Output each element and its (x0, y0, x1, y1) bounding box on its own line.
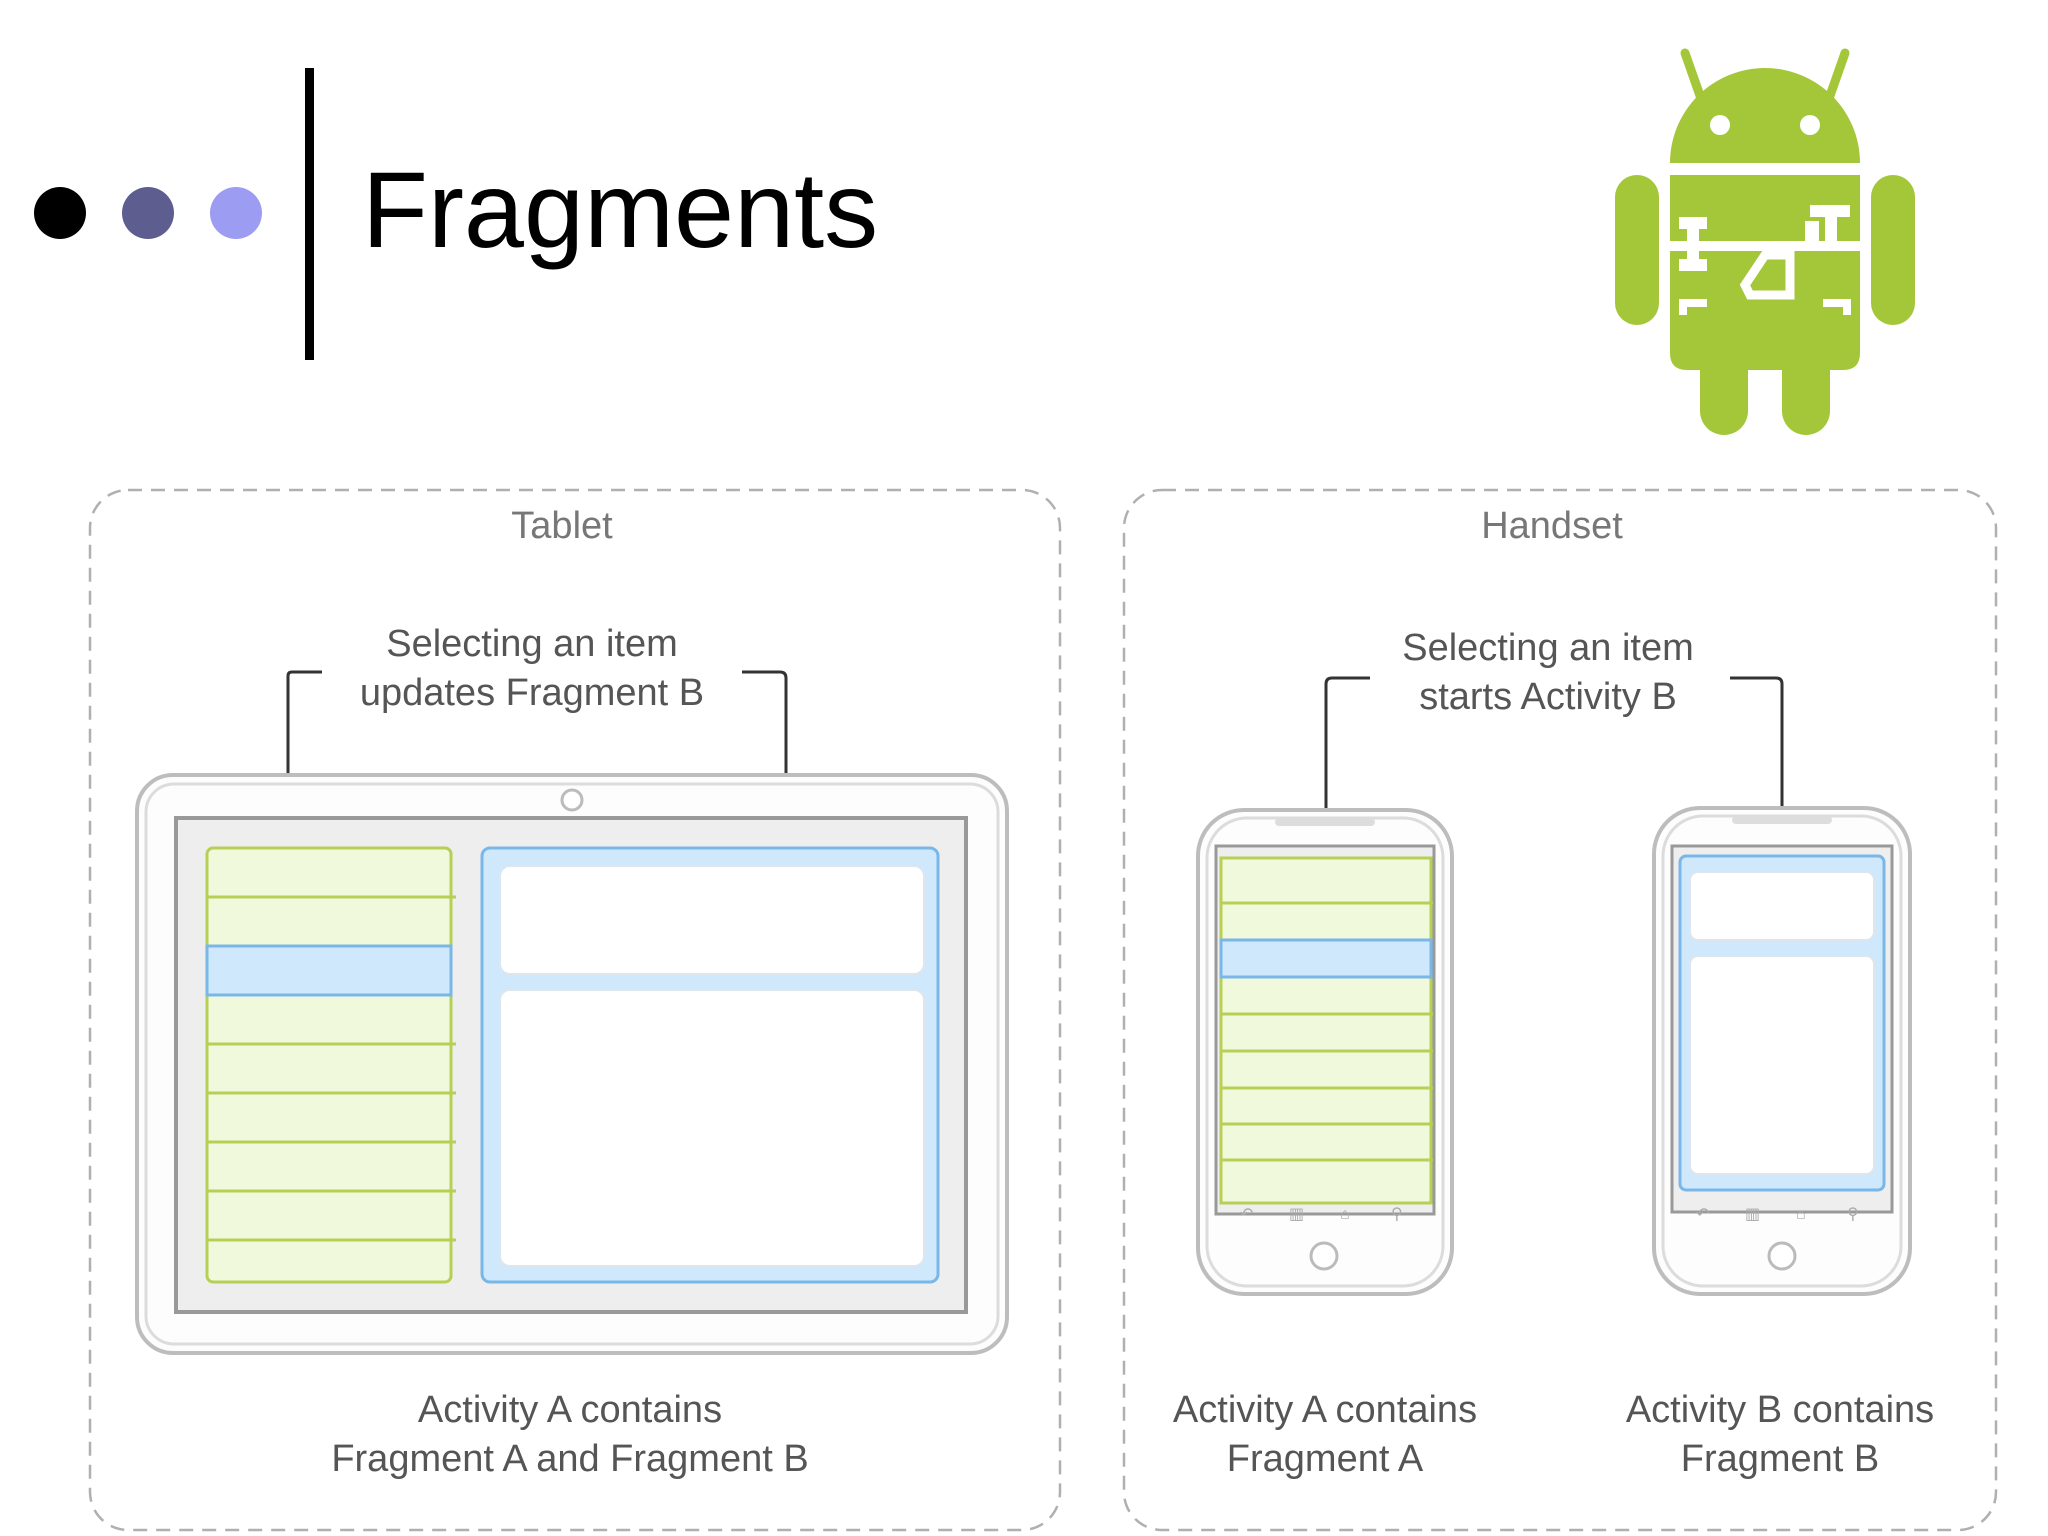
phone-b-caption-line2: Fragment B (1681, 1438, 1880, 1480)
phone-b-device: ↶ ▥ ⌂ ⚲ (1652, 806, 1912, 1296)
bullet-dot-dark-purple (122, 187, 174, 239)
tablet-fragment-b-detail (480, 846, 940, 1284)
svg-text:↶: ↶ (1696, 1206, 1709, 1223)
tablet-callout-left-line (286, 670, 322, 845)
phone-b-caption-line1: Activity B contains (1626, 1389, 1934, 1431)
svg-text:↶: ↶ (1240, 1206, 1253, 1223)
svg-text:▥: ▥ (1745, 1206, 1760, 1223)
phone-a-caption-line1: Activity A contains (1173, 1389, 1477, 1431)
tablet-callout-right-arrow (742, 670, 822, 846)
phone-a-fragment-a-list (1219, 856, 1433, 1205)
svg-text:⚲: ⚲ (1847, 1206, 1859, 1223)
tablet-panel: Tablet Selecting an item updates Fragmen… (88, 488, 1062, 1532)
phone-a-device: ↶ ▥ ⌂ ⚲ (1196, 808, 1454, 1296)
phone-a-caption-line2: Fragment A (1227, 1438, 1424, 1480)
handset-callout-right-arrow (1730, 676, 1818, 854)
bullet-dot-light-purple (210, 187, 262, 239)
phone-b-fragment-b-detail (1678, 854, 1886, 1192)
tablet-selected-list-item (205, 944, 453, 997)
handset-callout-line2: starts Activity B (1419, 676, 1677, 718)
svg-text:⌂: ⌂ (1340, 1206, 1350, 1223)
phone-a-selected-list-item (1219, 938, 1433, 979)
phone-a-nav-keys: ↶ ▥ ⌂ ⚲ (1240, 1206, 1403, 1223)
handset-callout-line1: Selecting an item (1402, 627, 1694, 669)
svg-text:⌂: ⌂ (1796, 1206, 1806, 1223)
slide-title: Fragments (362, 149, 879, 270)
title-divider (305, 68, 314, 360)
tablet-caption-line2: Fragment A and Fragment B (331, 1438, 808, 1480)
handset-panel: Handset Selecting an item starts Activit… (1122, 488, 1998, 1532)
bullet-dot-black (34, 187, 86, 239)
handset-callout-left-line (1324, 676, 1370, 860)
phone-a-home-button (1309, 1241, 1339, 1271)
tablet-camera (560, 788, 584, 812)
tablet-caption-line1: Activity A contains (418, 1389, 722, 1431)
phone-b-nav-keys: ↶ ▥ ⌂ ⚲ (1696, 1206, 1859, 1223)
handset-panel-title: Handset (1481, 505, 1623, 547)
tablet-panel-title: Tablet (511, 505, 613, 547)
svg-text:▥: ▥ (1289, 1206, 1304, 1223)
svg-text:⚲: ⚲ (1391, 1206, 1403, 1223)
phone-b-home-button (1767, 1241, 1797, 1271)
tablet-callout-line1: Selecting an item (386, 623, 678, 665)
tablet-callout-line2: updates Fragment B (360, 672, 704, 714)
tablet-fragment-a-list (205, 846, 456, 1284)
android-robot-with-tools-icon (1615, 48, 1915, 435)
